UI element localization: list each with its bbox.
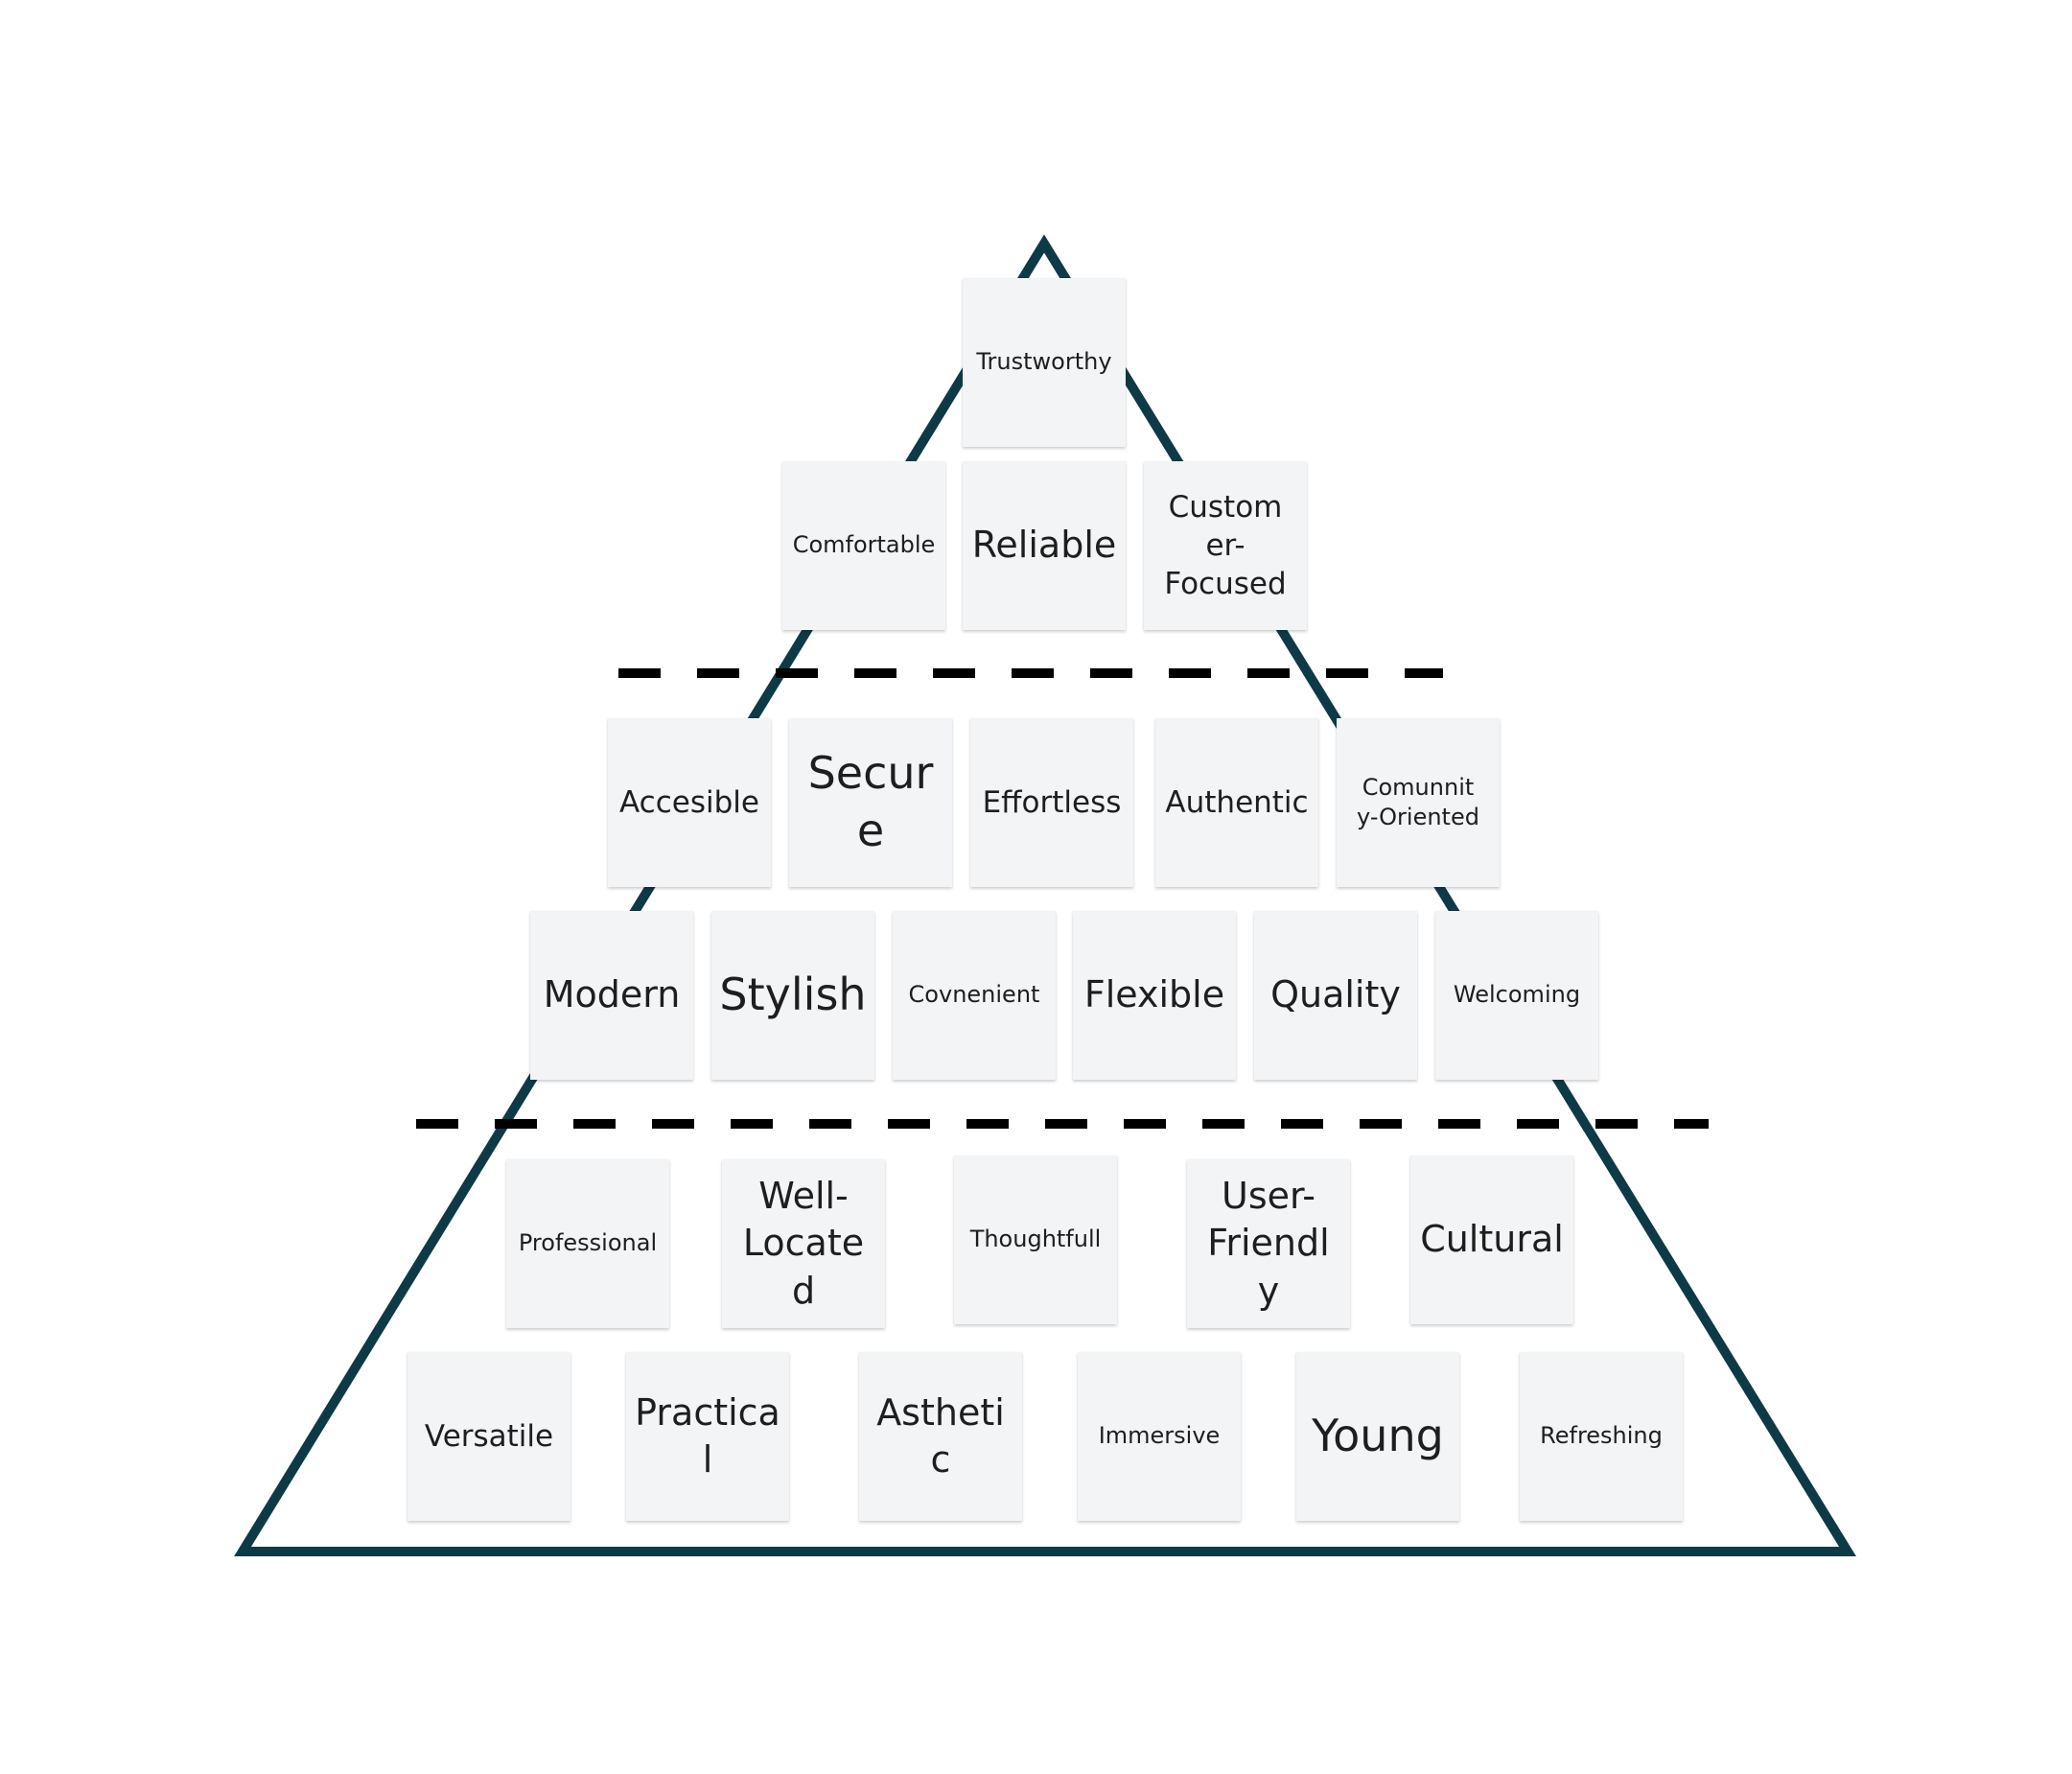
note-label: Customer-Focused xyxy=(1164,489,1287,602)
note-label: Welcoming xyxy=(1453,981,1581,1009)
note-comunnity-oriented: Comunnity-Oriented xyxy=(1337,718,1500,887)
note-covnenient: Covnenient xyxy=(893,911,1056,1080)
note-label: Versatile xyxy=(424,1418,554,1454)
note-professional: Professional xyxy=(506,1159,669,1328)
note-label: Quality xyxy=(1270,973,1401,1016)
note-label: User-Friendly xyxy=(1207,1174,1330,1312)
note-versatile: Versatile xyxy=(407,1352,570,1521)
note-authentic: Authentic xyxy=(1155,718,1318,887)
note-label: Thoughtfull xyxy=(969,1225,1102,1253)
note-asthetic: Asthetic xyxy=(859,1352,1022,1521)
note-comfortable: Comfortable xyxy=(782,461,945,630)
note-flexible: Flexible xyxy=(1073,911,1236,1080)
note-label: Effortless xyxy=(982,784,1122,820)
note-effortless: Effortless xyxy=(970,718,1133,887)
note-label: Cultural xyxy=(1420,1218,1564,1261)
note-label: Flexible xyxy=(1083,973,1225,1016)
note-label: Reliable xyxy=(971,524,1117,567)
note-label: Refreshing xyxy=(1540,1422,1663,1450)
note-user-friendly: User-Friendly xyxy=(1187,1159,1350,1328)
note-label: Secure xyxy=(807,747,934,856)
note-stylish: Stylish xyxy=(711,911,874,1080)
note-trustworthy: Trustworthy xyxy=(963,278,1126,447)
note-quality: Quality xyxy=(1254,911,1417,1080)
note-reliable: Reliable xyxy=(963,461,1126,630)
note-secure: Secure xyxy=(789,718,952,887)
note-practical: Practical xyxy=(626,1352,789,1521)
note-accesible: Accesible xyxy=(608,718,771,887)
note-label: Comunnity-Oriented xyxy=(1357,773,1479,830)
note-label: Trustworthy xyxy=(976,348,1112,376)
note-label: Young xyxy=(1312,1410,1444,1462)
note-refreshing: Refreshing xyxy=(1520,1352,1683,1521)
note-modern: Modern xyxy=(530,911,693,1080)
note-customer-focused: Customer-Focused xyxy=(1144,461,1307,630)
note-label: Professional xyxy=(518,1229,658,1257)
note-label: Comfortable xyxy=(792,531,936,559)
note-label: Modern xyxy=(543,973,681,1016)
note-label: Immersive xyxy=(1098,1422,1221,1450)
note-label: Covnenient xyxy=(908,981,1040,1009)
note-immersive: Immersive xyxy=(1078,1352,1241,1521)
note-thoughtfull: Thoughtfull xyxy=(954,1155,1117,1324)
note-label: Authentic xyxy=(1165,784,1309,820)
note-well-located: Well-Located xyxy=(722,1159,885,1328)
note-label: Practical xyxy=(635,1390,780,1481)
pyramid-outline xyxy=(234,234,1856,1556)
note-label: Accesible xyxy=(619,784,759,820)
note-label: Asthetic xyxy=(876,1390,1005,1481)
note-label: Stylish xyxy=(719,969,867,1021)
note-cultural: Cultural xyxy=(1410,1155,1573,1324)
note-young: Young xyxy=(1296,1352,1459,1521)
note-label: Well-Located xyxy=(742,1174,865,1312)
note-welcoming: Welcoming xyxy=(1435,911,1598,1080)
